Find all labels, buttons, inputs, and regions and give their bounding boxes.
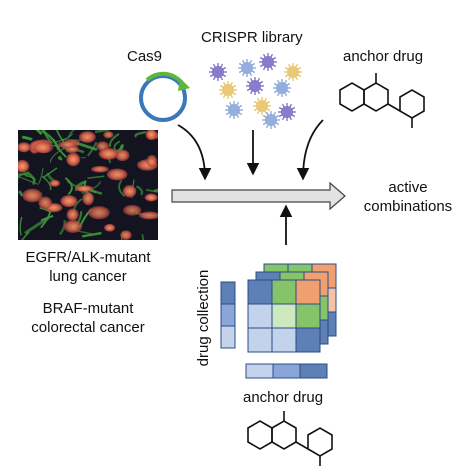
microscopy-cells-image	[18, 130, 158, 240]
virus-particle-icon	[219, 81, 237, 99]
virus-particle-icon	[238, 59, 256, 77]
active-combinations-label: active combinations	[358, 178, 458, 216]
virus-particles-icon	[209, 53, 302, 129]
virus-particle-icon	[253, 97, 271, 115]
drug-grid-cell	[295, 303, 321, 329]
drug-grid-cell	[271, 279, 297, 305]
drug-collection-bar	[220, 281, 236, 349]
drug-grid-cell	[271, 303, 297, 329]
virus-particle-icon	[284, 63, 302, 81]
combinations-label: combinations	[363, 198, 453, 215]
cell-line-1-label: EGFR/ALK-mutant lung cancer	[8, 248, 168, 286]
virus-particle-icon	[259, 53, 277, 71]
cell-line-2b: colorectal cancer	[31, 319, 145, 336]
cell-line-1a: EGFR/ALK-mutant	[25, 249, 151, 266]
molecule-structure-icon	[339, 73, 425, 128]
molecule-structure-icon-bottom	[247, 411, 333, 466]
drug-grid-cell	[295, 327, 321, 353]
drug-grid-stack	[247, 263, 337, 353]
main-arrow	[171, 181, 346, 211]
virus-particle-icon	[278, 103, 296, 121]
virus-particle-icon	[246, 77, 264, 95]
anchor-drug-bar	[245, 363, 328, 379]
active-label: active	[388, 179, 428, 196]
drug-grid-cell	[247, 303, 273, 329]
virus-particle-icon	[209, 63, 227, 81]
cell-line-2a: BRAF-mutant	[42, 300, 134, 317]
anchor-drug-top-label: anchor drug	[343, 48, 424, 65]
crispr-library-label: CRISPR library	[201, 29, 303, 46]
virus-particle-icon	[225, 101, 243, 119]
virus-particle-icon	[273, 79, 291, 97]
drug-grid-cell	[295, 279, 321, 305]
plasmid-icon	[139, 71, 190, 122]
virus-particle-icon	[262, 111, 280, 129]
cell-line-2-label: BRAF-mutant colorectal cancer	[8, 299, 168, 337]
anchor-drug-bottom-label: anchor drug	[243, 389, 324, 406]
drug-grid-layer	[247, 279, 321, 353]
drug-grid-cell	[247, 327, 273, 353]
input-arrows	[177, 119, 324, 181]
cas9-label: Cas9	[127, 48, 163, 65]
drug-grid-cell	[247, 279, 273, 305]
drug-grid-cell	[271, 327, 297, 353]
drug-collection-label: drug collection	[195, 270, 212, 367]
cell-line-1b: lung cancer	[49, 268, 127, 285]
